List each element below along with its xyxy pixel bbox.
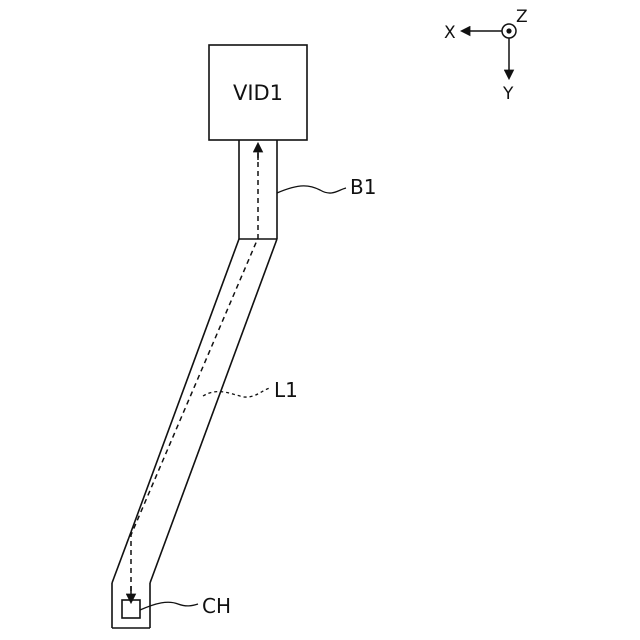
callout-l1-leader [203, 388, 270, 397]
callout-l1: L1 [203, 378, 298, 402]
vid-box: VID1 [209, 45, 307, 140]
callout-b1: B1 [277, 175, 376, 199]
x-axis-label: X [444, 23, 456, 43]
callout-ch-leader [140, 602, 198, 610]
callout-b1-leader [277, 186, 346, 193]
trace-segment-l1 [112, 239, 277, 583]
callout-ch: CH [140, 594, 231, 618]
callout-b1-label: B1 [350, 175, 376, 199]
callout-l1-label: L1 [274, 378, 298, 402]
callout-ch-label: CH [202, 594, 231, 618]
z-axis-label: Z [516, 7, 528, 27]
axis-indicator: X Y Z [444, 7, 528, 104]
ch-contact-square [122, 600, 140, 618]
y-axis-label: Y [502, 84, 514, 104]
vid-box-label: VID1 [233, 81, 283, 105]
